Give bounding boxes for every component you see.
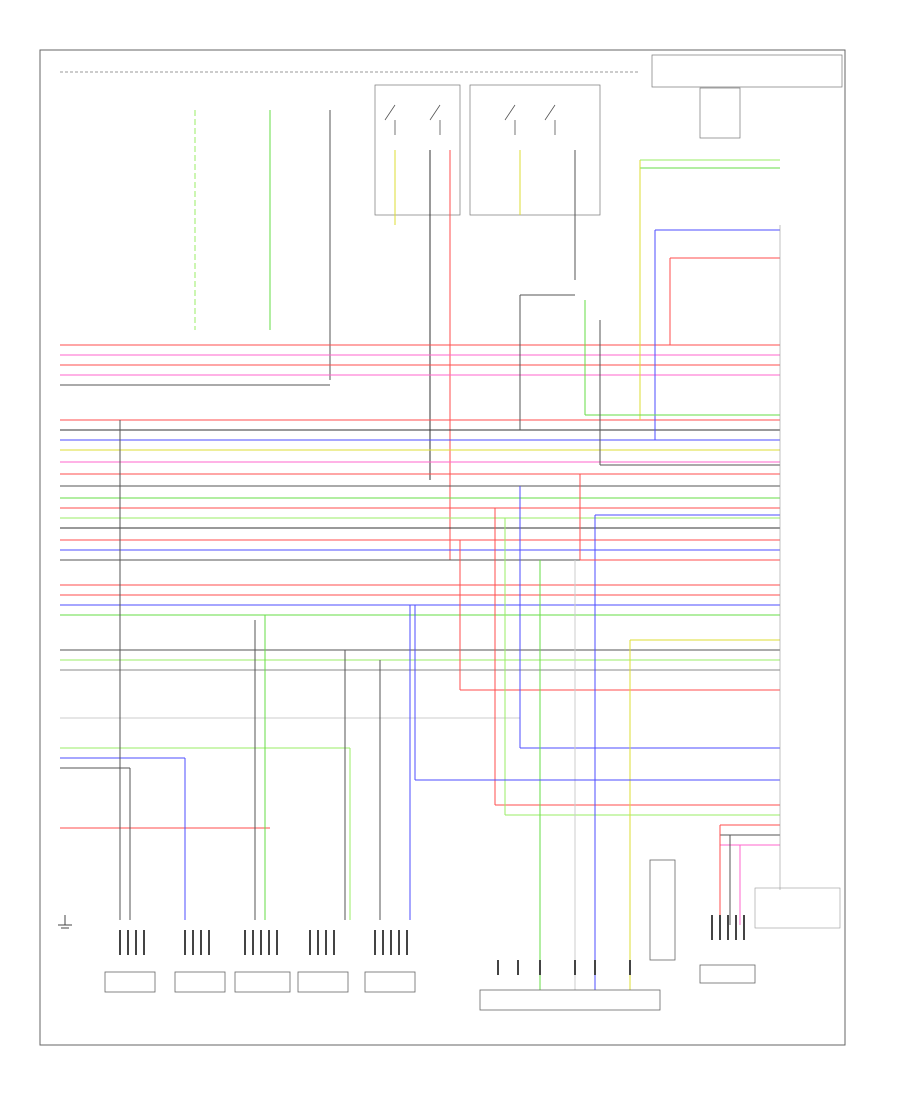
vertical-feed-wires [194, 110, 576, 560]
vertical-drops [119, 420, 780, 990]
bottom-components [104, 859, 756, 1011]
module-pin-column [754, 225, 841, 929]
horizontal-harness [60, 344, 780, 829]
right-side-wires [519, 159, 780, 925]
diagram-frame [39, 49, 846, 1046]
bottom-connector-pins [119, 915, 745, 975]
top-fuse-block [60, 54, 843, 216]
relay-switches [384, 104, 556, 135]
ground-symbol [58, 915, 72, 929]
